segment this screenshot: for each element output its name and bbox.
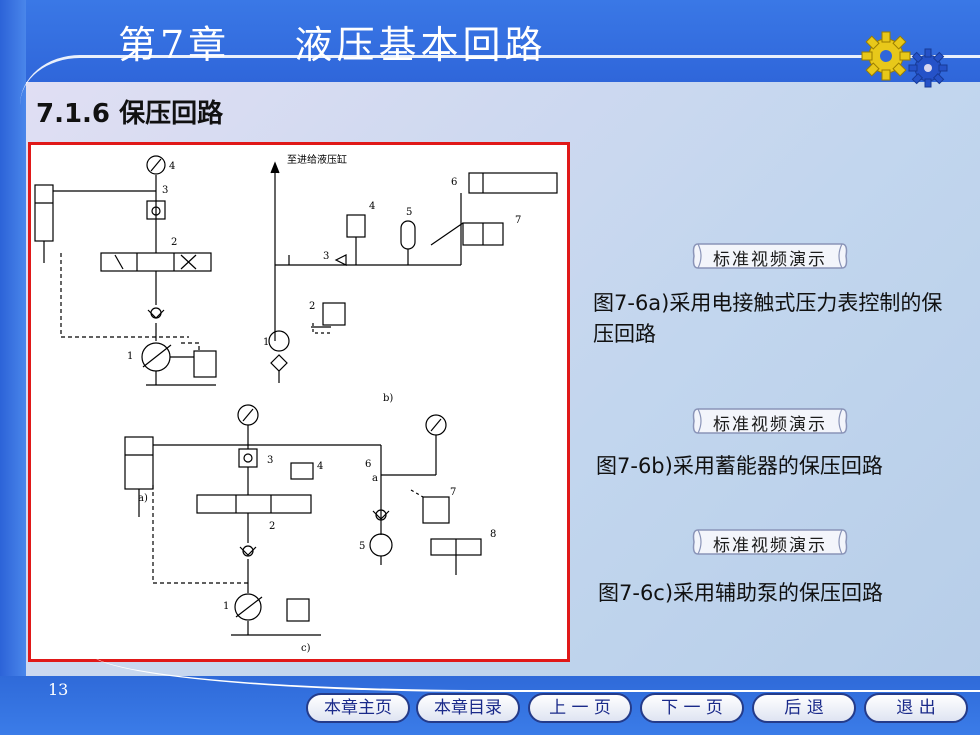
num-label: 5 (406, 207, 412, 218)
chapter-title: 第7章 液压基本回路 (118, 23, 547, 67)
video-demo-button-a[interactable]: 标准视频演示 (690, 240, 850, 272)
caption-fig-b: 图7-6b)采用蓄能器的保压回路 (596, 454, 883, 478)
nav-exit-button[interactable]: 退 出 (864, 693, 968, 723)
num-label: 1 (263, 337, 269, 348)
num-label: 1 (127, 351, 133, 362)
subfig-label-c: c) (301, 643, 311, 654)
num-label: 1 (223, 601, 229, 612)
section-title: 7.1.6 保压回路 (36, 99, 224, 129)
footer-curve-decoration (90, 650, 980, 692)
video-demo-label: 标准视频演示 (713, 415, 827, 435)
left-sidebar-band (0, 0, 26, 735)
caption-fig-a: 图7-6a)采用电接触式压力表控制的保压回路 (593, 291, 943, 346)
num-label: 2 (269, 521, 275, 532)
video-demo-button-c[interactable]: 标准视频演示 (690, 526, 850, 558)
subfig-label-b: b) (383, 393, 393, 404)
nav-back-button[interactable]: 后 退 (752, 693, 856, 723)
num-label: 2 (171, 237, 177, 248)
num-label: 4 (369, 201, 375, 212)
caption-fig-c: 图7-6c)采用辅助泵的保压回路 (598, 581, 884, 605)
scroll-banner-icon (692, 529, 848, 555)
header-curve-decoration (20, 55, 980, 118)
num-label: 3 (162, 185, 168, 196)
num-label: 5 (359, 541, 365, 552)
nav-prev-page-button[interactable]: 上 一 页 (528, 693, 632, 723)
gears-icon (861, 31, 948, 88)
video-demo-label: 标准视频演示 (713, 250, 827, 270)
num-label: 6 (451, 177, 457, 188)
num-label: 2 (309, 301, 315, 312)
nav-next-page-button[interactable]: 下 一 页 (640, 693, 744, 723)
num-label: 6 (365, 459, 371, 470)
num-label: 7 (450, 487, 456, 498)
circuit-diagram: 至进给液压缸 a) b) c) 4 3 2 1 3 4 5 6 7 2 1 3 … (34, 153, 558, 654)
video-demo-label: 标准视频演示 (713, 536, 827, 556)
nav-chapter-home-button[interactable]: 本章主页 (306, 693, 410, 723)
num-label: a (372, 473, 378, 484)
page-number: 13 (48, 680, 69, 699)
scroll-banner-icon (692, 408, 848, 434)
label-to-cylinder: 至进给液压缸 (287, 153, 347, 166)
video-demo-button-b[interactable]: 标准视频演示 (690, 405, 850, 437)
num-label: 8 (490, 529, 496, 540)
hydraulic-circuit-figure: 至进给液压缸 a) b) c) 4 3 2 1 3 4 5 6 7 2 1 3 … (28, 142, 570, 662)
scroll-banner-icon (692, 243, 848, 269)
num-label: 4 (169, 161, 175, 172)
num-label: 3 (267, 455, 273, 466)
num-label: 4 (317, 461, 323, 472)
num-label: 3 (323, 251, 329, 262)
nav-chapter-contents-button[interactable]: 本章目录 (416, 693, 520, 723)
num-label: 7 (515, 215, 521, 226)
subfig-label-a: a) (138, 493, 148, 504)
header-band (0, 0, 980, 82)
